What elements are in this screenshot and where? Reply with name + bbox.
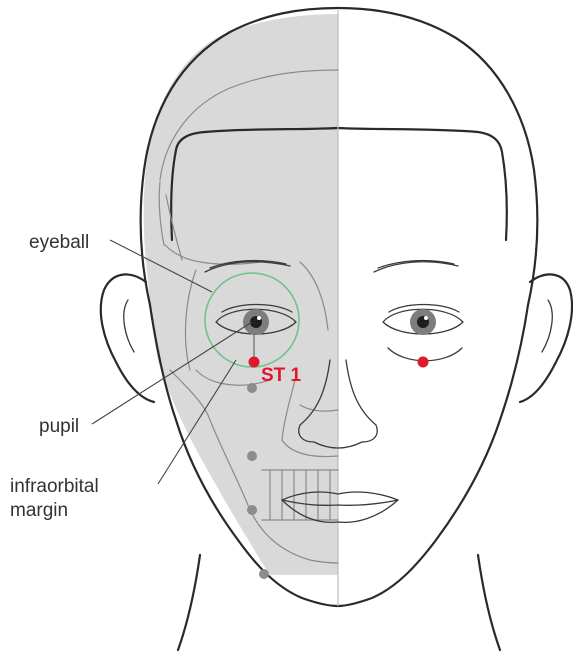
landmark-dot <box>259 569 269 579</box>
right-eyebrow <box>374 261 458 272</box>
right-eye <box>383 305 463 361</box>
label-infraorbital: infraorbital <box>10 476 99 497</box>
neck-left <box>178 555 200 650</box>
label-st1: ST 1 <box>261 365 302 386</box>
st1-point-right <box>418 357 429 368</box>
landmark-dot <box>247 505 257 515</box>
right-ear <box>520 274 572 402</box>
jaw-shading <box>148 300 338 575</box>
left-ear-inner <box>124 300 134 352</box>
landmark-dot <box>247 451 257 461</box>
neck-right <box>478 555 500 650</box>
label-pupil: pupil <box>39 416 79 437</box>
st1-point-left <box>249 357 260 368</box>
label-eyeball: eyeball <box>29 232 89 253</box>
label-margin: margin <box>10 500 68 521</box>
right-ear-inner <box>542 300 552 352</box>
landmark-dot <box>247 383 257 393</box>
